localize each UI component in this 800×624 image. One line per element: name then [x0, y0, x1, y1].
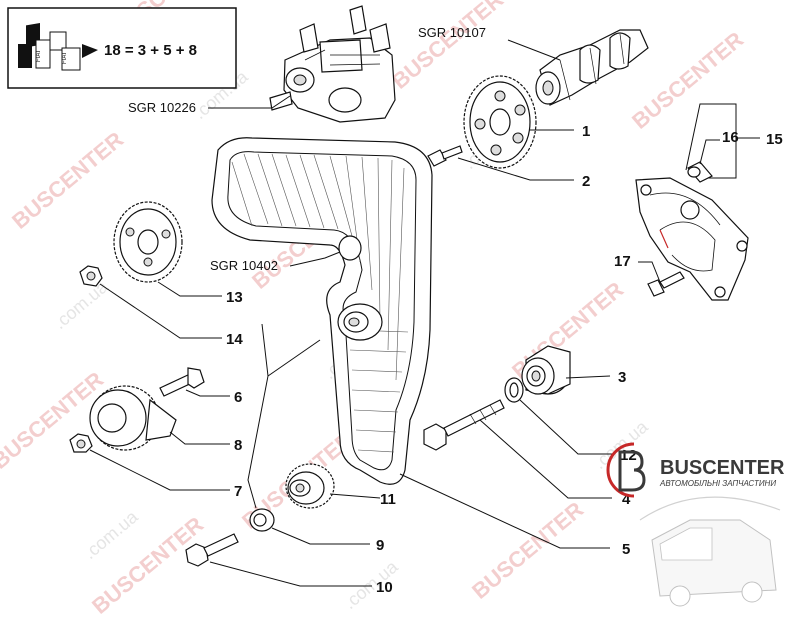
callout-3: 3	[618, 369, 626, 386]
callout-2: 2	[582, 173, 590, 190]
parts-kit-icon: FIAT FIAT	[18, 22, 98, 71]
nut-14	[79, 265, 103, 287]
watermark-domain: .com.ua	[80, 506, 143, 563]
leader-belt-group	[247, 323, 269, 509]
kit-box-label: FIAT	[36, 49, 42, 62]
camshaft-pulley	[463, 75, 537, 169]
leader-2	[457, 157, 574, 181]
tool-ref-pump: SGR 10226	[128, 100, 196, 115]
dowel-16	[687, 161, 713, 183]
callout-11: 11	[380, 491, 396, 508]
callout-10: 10	[376, 579, 393, 596]
tool-ref-camshaft: SGR 10107	[418, 25, 486, 40]
leader-belt-group-b	[267, 339, 321, 377]
callout-5: 5	[622, 541, 630, 558]
leader-7	[89, 449, 230, 491]
callout-1: 1	[582, 123, 590, 140]
callout-15: 15	[766, 131, 783, 148]
bolt-10	[185, 533, 239, 567]
tool-ref-belt: SGR 10402	[210, 258, 278, 273]
crank-pulley-11	[285, 463, 335, 509]
leader-9	[271, 527, 370, 545]
leader-sgr10226	[208, 95, 291, 109]
leader-15	[685, 103, 760, 179]
callout-6: 6	[234, 389, 242, 406]
callout-14: 14	[226, 331, 243, 348]
callout-9: 9	[376, 537, 384, 554]
leader-11	[329, 493, 381, 499]
nut-7	[69, 433, 93, 453]
camshaft	[535, 29, 649, 106]
bolt-2	[427, 145, 463, 167]
watermark-text: BUSCENTER	[467, 497, 588, 604]
leader-5	[399, 473, 610, 549]
buscenter-logo-icon: BUSCENTER АВТОМОБІЛЬНІ ЗАПЧАСТИНИ	[606, 442, 785, 607]
leader-10	[209, 561, 372, 587]
watermark-domain: .com.ua	[50, 276, 113, 333]
leader-13	[157, 281, 222, 297]
callout-7: 7	[234, 483, 242, 500]
timing-belt	[211, 137, 433, 485]
tensioner-8	[89, 385, 177, 451]
spacer-12	[504, 377, 524, 403]
leader-lines	[89, 39, 760, 587]
pulley-13	[113, 201, 183, 283]
idler-pulley-3	[521, 345, 571, 395]
leader-sgr10107	[507, 39, 561, 61]
washer-9	[249, 508, 275, 532]
legend-box: FIAT FIAT 18 = 3 + 5 + 8	[7, 7, 237, 89]
injection-pump	[269, 5, 396, 123]
bolt-17	[647, 271, 685, 297]
bolt-6	[159, 367, 205, 397]
leader-3	[565, 375, 611, 379]
leader-8	[169, 431, 230, 445]
leader-12	[519, 399, 615, 455]
watermark-text: BUSCENTER	[7, 127, 128, 234]
rear-cover	[635, 177, 749, 301]
watermark-domain: .com.ua	[340, 556, 403, 613]
kit-box-label: FIAT	[62, 51, 68, 64]
van-illustration	[639, 496, 781, 607]
kit-formula: 18 = 3 + 5 + 8	[104, 42, 197, 59]
leader-sgr10402	[289, 251, 341, 267]
leader-17	[638, 261, 661, 283]
callout-17: 17	[614, 253, 631, 270]
leader-16	[699, 139, 720, 165]
callout-12: 12	[620, 447, 637, 464]
logo-name: BUSCENTER	[660, 457, 785, 479]
bolt-4	[423, 399, 505, 451]
callout-13: 13	[226, 289, 243, 306]
callout-16: 16	[722, 129, 739, 146]
callout-8: 8	[234, 437, 242, 454]
leader-14	[99, 283, 222, 339]
leader-6	[185, 389, 230, 397]
logo-tagline: АВТОМОБІЛЬНІ ЗАПЧАСТИНИ	[659, 479, 776, 488]
leader-4	[479, 419, 612, 499]
callout-4: 4	[622, 491, 631, 508]
